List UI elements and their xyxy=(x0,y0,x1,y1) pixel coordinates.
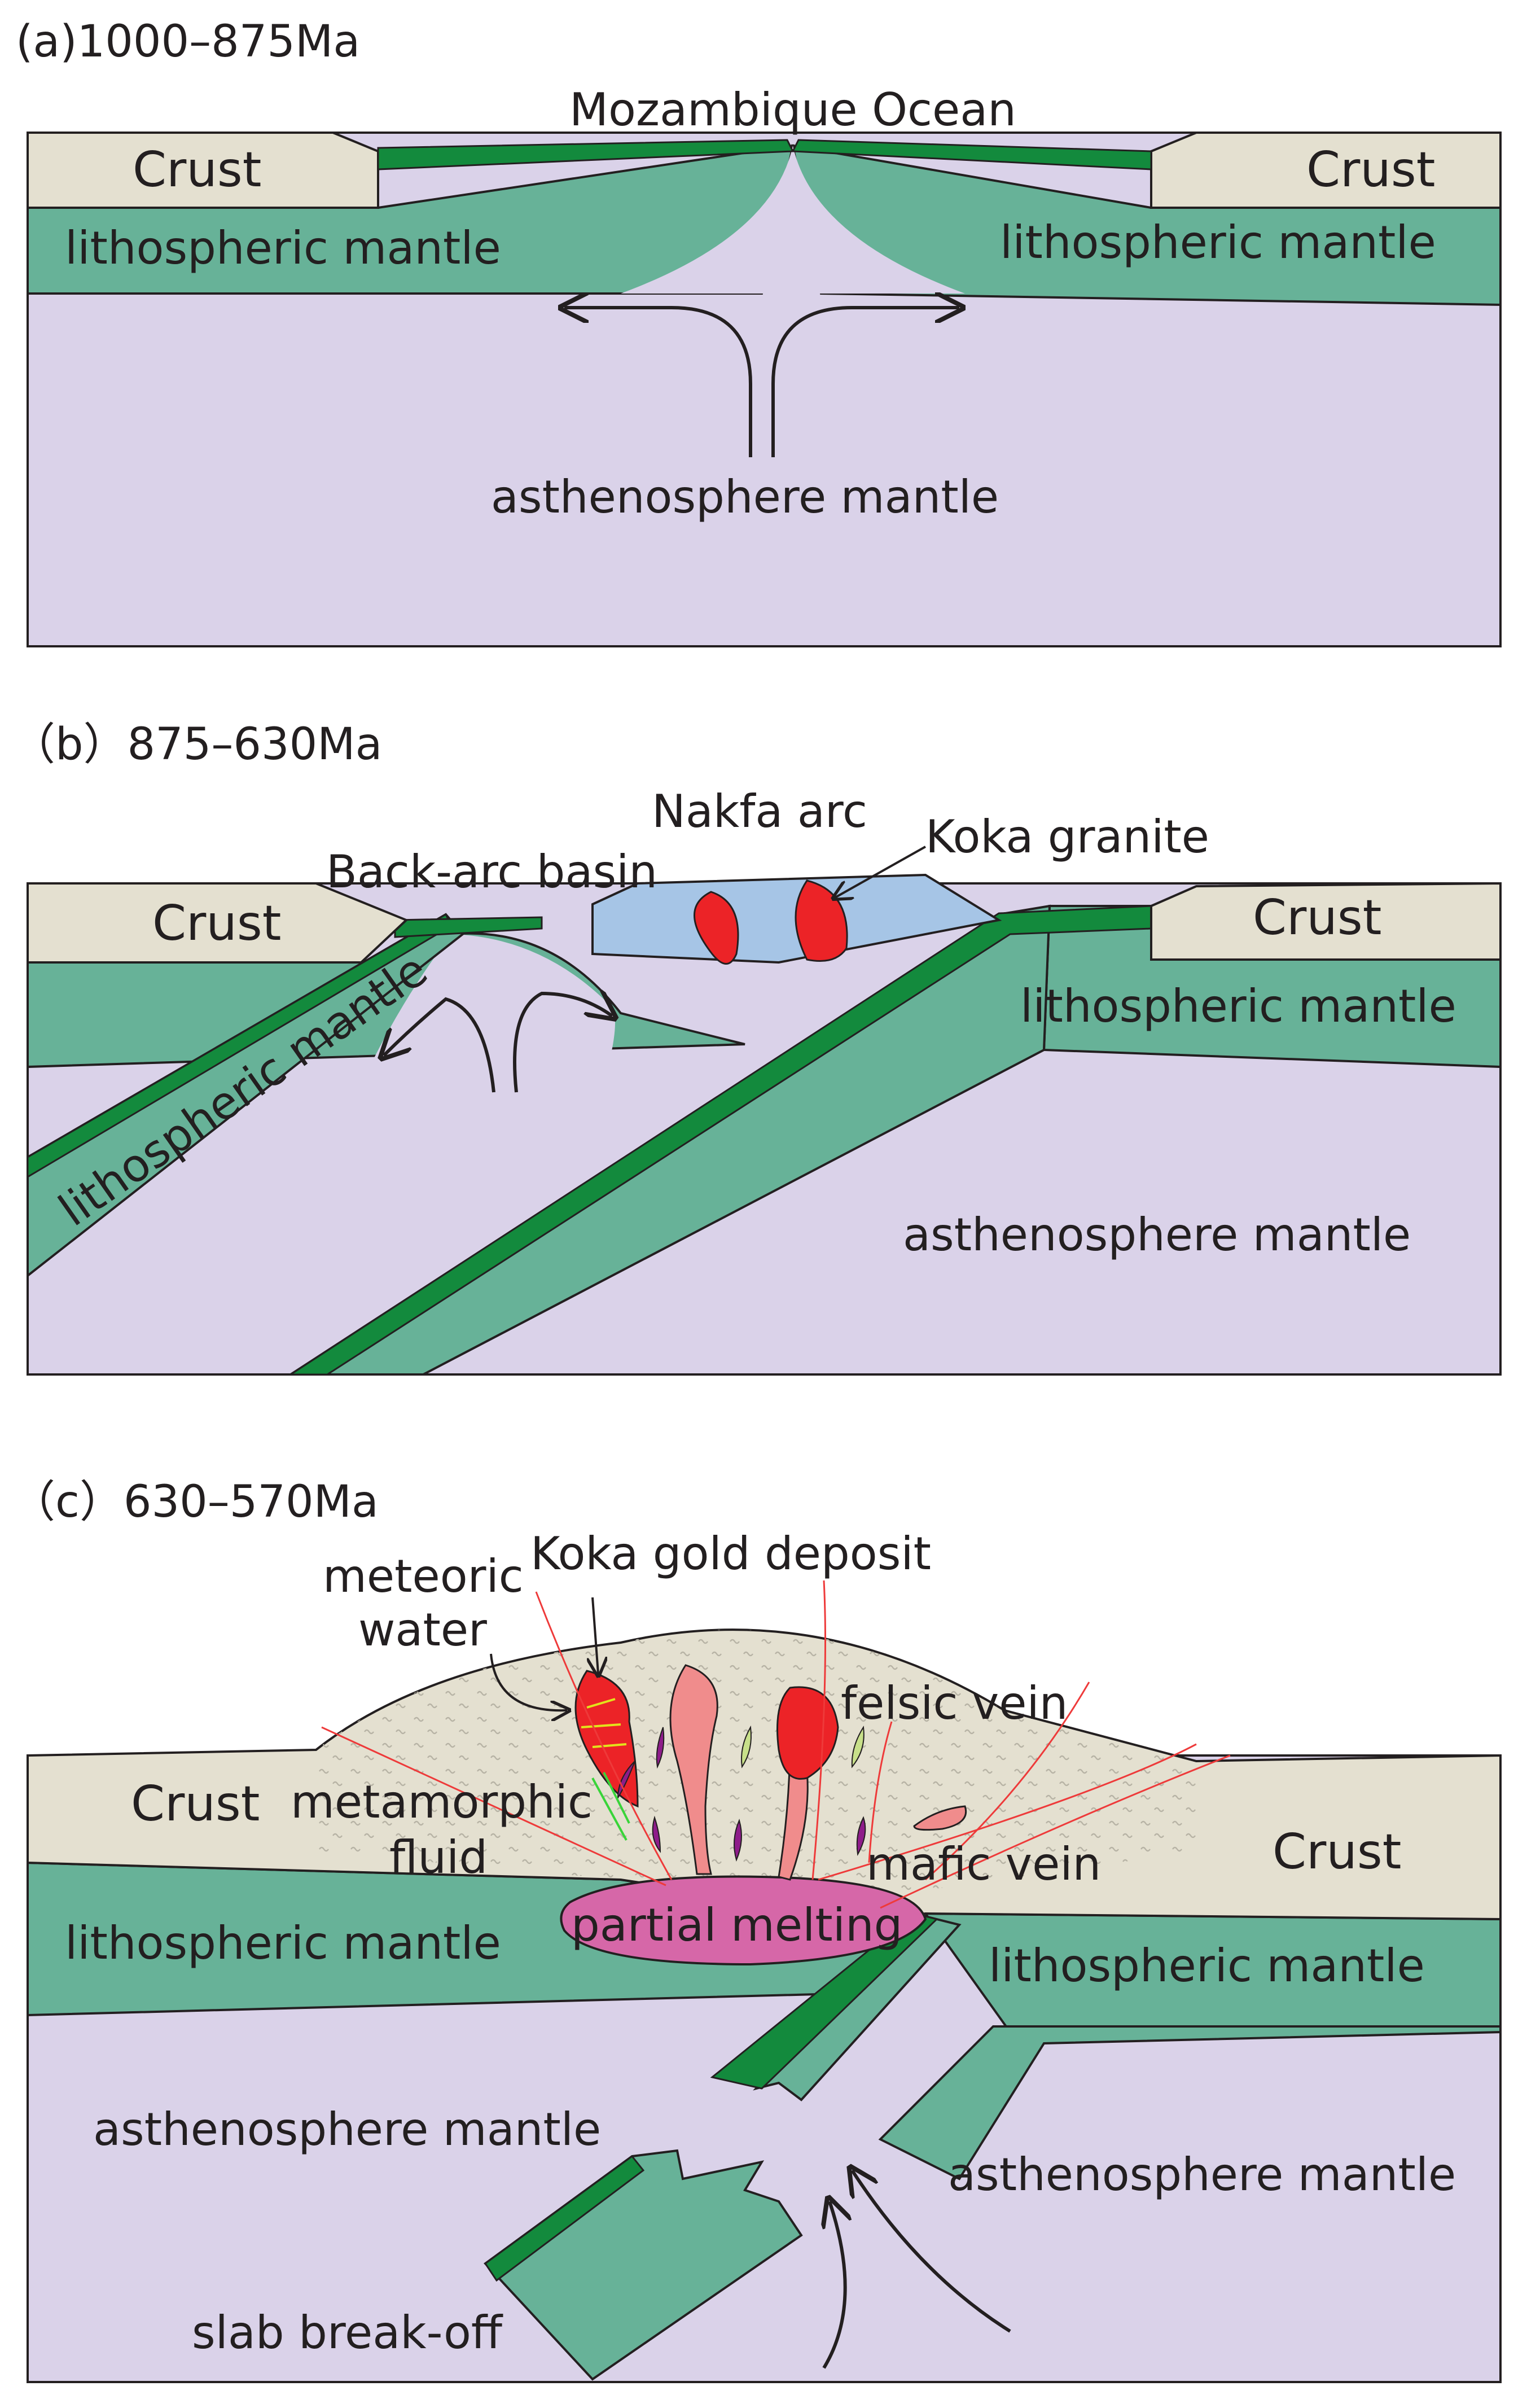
panel-b-title: （b）875–630Ma xyxy=(11,719,382,770)
panel-a-astheno-label: asthenosphere mantle xyxy=(491,471,999,523)
panel-a-asthenosphere-rise xyxy=(621,146,965,294)
panel-b: （b）875–630Ma Nakfa arc Koka granite Back… xyxy=(11,719,1502,1376)
panel-c-mafic-label: mafic vein xyxy=(866,1838,1101,1890)
panel-c-breakoff-label: slab break-off xyxy=(192,2306,503,2359)
panel-c-mafic-vein-2 xyxy=(617,1761,635,1800)
panel-c-meteoric-pointer xyxy=(490,1653,567,1710)
panel-b-granite-pointer xyxy=(835,846,926,897)
panel-c-lithosphere-right-lower xyxy=(878,2025,1502,2181)
panel-a-convection-arrow-right xyxy=(771,308,959,457)
panel-c-mafic-vein-4 xyxy=(734,1819,742,1862)
panel-b-convection-arrow-right xyxy=(513,993,612,1093)
panel-c-upwelling-arrow-2 xyxy=(852,2170,1011,2333)
panel-b-arc-label: Nakfa arc xyxy=(652,785,867,838)
panel-c-felsic-vein-2 xyxy=(851,1726,865,1768)
panel-c-upwelling-arrow-1 xyxy=(824,2201,845,2369)
panel-c-meteoric-label-1: meteoric xyxy=(323,1550,524,1603)
panel-b-granite-left xyxy=(694,891,739,965)
panel-c-title: （c）630–570Ma xyxy=(11,1477,379,1527)
panel-c-deposit-pointer xyxy=(593,1597,598,1674)
panel-c-slab-broken-crust xyxy=(484,2155,645,2282)
panel-a-litho-left-label: lithospheric mantle xyxy=(65,222,501,274)
panel-c-meta-label-2: fluid xyxy=(389,1831,488,1884)
panel-c-litho-right-label: lithospheric mantle xyxy=(989,1939,1425,1992)
panel-c-granite-right xyxy=(776,1686,839,1780)
panel-c-mafic-vein-5 xyxy=(856,1816,866,1857)
panel-c-felsic-label: felsic vein xyxy=(841,1677,1068,1730)
panel-c-small-felsic-pod xyxy=(913,1805,967,1831)
panel-c-green-fluid-path xyxy=(591,1772,630,1841)
panel-c-astheno-right-label: asthenosphere mantle xyxy=(948,2148,1456,2201)
panel-c-crust-right-label: Crust xyxy=(1272,1824,1401,1880)
panel-a-crust-right xyxy=(1150,132,1502,209)
panel-c-faults xyxy=(321,1580,1231,1909)
panel-b-convection-arrow-left xyxy=(384,997,495,1093)
panel-a-convection-arrow-left xyxy=(564,308,752,457)
panel-c-litho-left-label: lithospheric mantle xyxy=(65,1917,501,1969)
panel-c-ore-veins xyxy=(581,1698,627,1748)
panel-c-granite-left xyxy=(574,1670,639,1808)
panel-c-meta-label-1: metamorphic xyxy=(291,1776,593,1828)
panel-c-astheno-left-label: asthenosphere mantle xyxy=(93,2103,601,2156)
panel-c-mafic-vein-1 xyxy=(656,1727,665,1769)
panel-b-backarc-asthenosphere xyxy=(372,934,615,1061)
panel-c-mafic-vein-3 xyxy=(652,1815,661,1853)
panel-b-granite-label: Koka granite xyxy=(925,811,1209,863)
panel-b-crust-left-label: Crust xyxy=(152,895,281,952)
panel-c-crust-left-label: Crust xyxy=(131,1776,260,1832)
panel-a-oceanic-crust-right xyxy=(791,139,1152,170)
panel-b-litho-right-label: lithospheric mantle xyxy=(1020,980,1456,1032)
panel-c-slab-upper-crust xyxy=(710,1912,938,2090)
panel-a-ocean-label: Mozambique Ocean xyxy=(569,84,1016,136)
panel-b-backarc-label: Back-arc basin xyxy=(326,846,657,898)
panel-a-crust-left-label: Crust xyxy=(133,142,261,198)
panel-a-crust-right-label: Crust xyxy=(1306,142,1435,198)
panel-c-felsic-intrusion-1 xyxy=(669,1664,718,1875)
panel-a: (a)1000–875Ma Mozambique Ocean Crust Cru… xyxy=(16,16,1502,647)
panel-a-litho-right-label: lithospheric mantle xyxy=(1000,216,1436,269)
panel-b-crust-left xyxy=(27,882,409,964)
panel-b-crust-right xyxy=(1150,882,1502,961)
panel-c-melting-label: partial melting xyxy=(571,1899,902,1951)
panel-c: （c）630–570Ma Koka gold deposit meteoric … xyxy=(11,1477,1502,2383)
panel-c-meteoric-label-2: water xyxy=(358,1604,487,1656)
panel-b-crust-right-label: Crust xyxy=(1253,890,1381,946)
panel-a-title: (a)1000–875Ma xyxy=(16,16,360,67)
panel-b-astheno-label: asthenosphere mantle xyxy=(903,1209,1411,1261)
panel-c-deposit-label: Koka gold deposit xyxy=(530,1527,931,1580)
panel-c-partial-melting xyxy=(560,1875,927,1966)
panel-c-felsic-vein-1 xyxy=(741,1725,752,1768)
panel-a-crust-left xyxy=(27,132,379,209)
